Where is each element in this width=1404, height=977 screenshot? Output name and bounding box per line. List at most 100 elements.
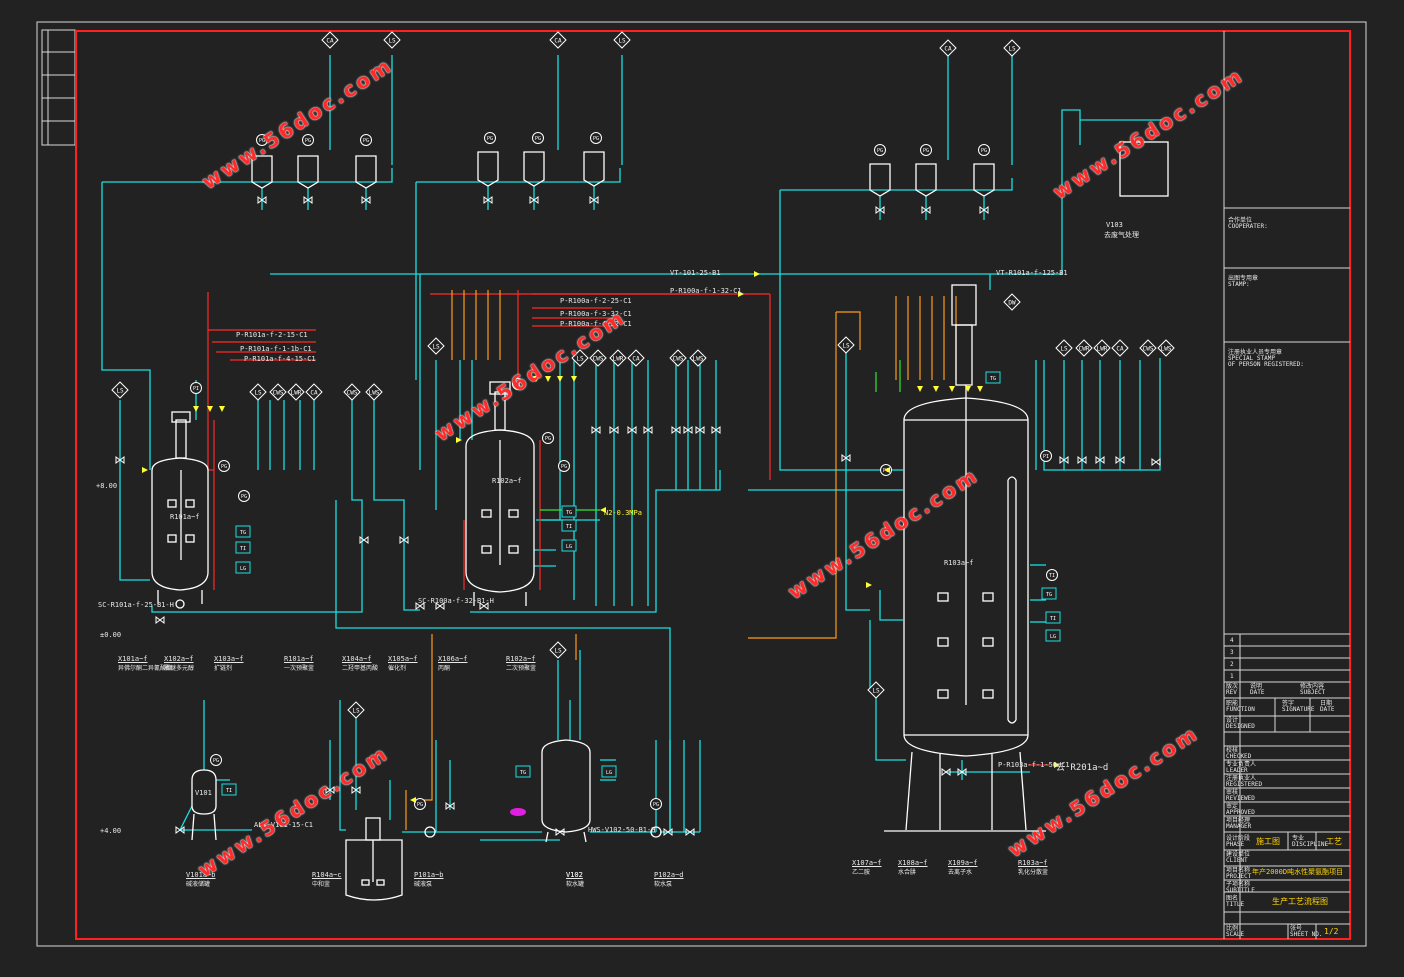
line-label-sc-r102: SC-R100a-f-32-B1-H	[418, 597, 494, 605]
cyan-pipe	[470, 470, 721, 613]
line-label-p-r101-3: P-R101a-f-4-15-C1	[244, 355, 316, 363]
tb-client: 建设单位 CLIENT	[1226, 851, 1251, 864]
flow-arrow	[949, 386, 955, 392]
line-label-p-r102-1: P-R100a-f-2-25-C1	[560, 297, 632, 305]
feed-tanks-right	[869, 163, 995, 197]
tb-rev-3: 3	[1230, 649, 1234, 656]
line-label-p-r101-1: P-R101a-f-2-15-C1	[236, 331, 308, 339]
instrument-circle	[978, 144, 990, 156]
utility-tag-cwr: CWR	[1075, 339, 1093, 357]
instrument-label: PG	[363, 138, 369, 144]
equip-tag-v101: V101	[195, 789, 212, 797]
equip-tag-r103: R103a~f	[944, 559, 974, 567]
flow-arrow	[933, 386, 939, 392]
cyan-pipe	[101, 182, 151, 470]
instrument-pg: PG	[978, 144, 990, 156]
instrument-label: PG	[221, 464, 227, 470]
instrument-panel	[985, 371, 1001, 384]
cyan-pipe	[270, 109, 1081, 275]
valve	[711, 426, 721, 434]
instrument-panel-label: TG	[520, 770, 526, 776]
utility-tag-label: LWR	[613, 356, 624, 363]
line-label-hws: HWS-V102-50-B1-H	[588, 826, 656, 834]
instrument-label: PG	[213, 758, 219, 764]
equipment	[151, 141, 1169, 901]
equipment-list-tag: P101a~b	[414, 871, 444, 879]
utility-tag-cws: CWS	[669, 349, 687, 367]
flow-arrow	[533, 376, 539, 382]
tb-date: 日期 DATE	[1320, 700, 1335, 713]
valve	[257, 196, 267, 204]
tb-discipline-value: 工艺	[1326, 837, 1342, 846]
valve	[1059, 456, 1069, 464]
line-label-to-r201: 去 R201a~d	[1056, 763, 1109, 773]
equipment-list-desc: 碱液储罐	[186, 881, 211, 888]
utility-tag-label: LS	[432, 344, 440, 351]
instrument-panel	[235, 525, 251, 538]
instrument-label: TI	[1049, 573, 1055, 579]
utility-tag-ls: LS	[1055, 339, 1073, 357]
tb-project-value: 年产2000D吨水性聚氨酯项目	[1252, 868, 1344, 876]
utility-tag-shape	[1093, 339, 1111, 357]
utility-tag-label: LWS	[369, 390, 380, 397]
valve	[303, 196, 313, 204]
sheet-outer-border	[36, 21, 1367, 947]
utility-tag-shape	[627, 349, 645, 367]
cyan-pipe	[373, 400, 420, 611]
valve	[979, 206, 989, 214]
equip-tag-v103: V103	[1106, 221, 1123, 229]
flow-arrow	[754, 271, 760, 277]
instrument-pi: PI	[190, 382, 202, 394]
instrument-panel	[235, 541, 251, 554]
valve	[875, 206, 885, 214]
utility-tag-dw: DW	[1003, 293, 1021, 311]
elevation-1: +8.00	[96, 482, 118, 490]
flow-arrow	[866, 582, 872, 588]
instrument-panel-label: TG	[990, 376, 996, 382]
cyan-pipe	[779, 190, 903, 471]
flow-arrow	[545, 376, 551, 382]
cyan-pipe	[845, 350, 870, 611]
utility-tag-label: CA	[632, 356, 640, 363]
utility-tag-label: CA	[1116, 346, 1124, 353]
utility-tag-shape	[321, 31, 339, 49]
utility-tag-ca: CA	[627, 349, 645, 367]
utility-tag-shape	[427, 337, 445, 355]
instrument-panel	[235, 561, 251, 574]
utility-tag-ls: LS	[837, 336, 855, 354]
tb-phase-value: 施工图	[1256, 837, 1280, 846]
tb-special-stamp: 注册执业人员专用章 SPECIAL STAMP OF PERSON REGIST…	[1228, 349, 1304, 368]
flow-arrow	[410, 797, 416, 803]
utility-tag-shape	[269, 383, 287, 401]
tb-discipline-label: 专业 DISCIPLINE	[1292, 835, 1329, 848]
instrument-panel-label: LG	[606, 770, 612, 776]
instrument-panel-tg: TG	[985, 371, 1001, 384]
utility-tag-shape	[383, 31, 401, 49]
utility-tag-label: CA	[944, 46, 952, 53]
instrument-panel-tg: TG	[561, 505, 577, 518]
equipment-list-desc: 水合肼	[898, 869, 917, 876]
cyan-pipe	[151, 400, 363, 613]
utility-tag-label: CA	[554, 38, 562, 45]
valve	[609, 426, 619, 434]
utility-tag-shape	[549, 31, 567, 49]
line-label-alk: ALK-V101-15-C1	[254, 821, 314, 829]
cyan-pipe	[335, 500, 671, 830]
instrument-label: PG	[923, 148, 929, 154]
valve	[325, 786, 335, 794]
line-label-p-r101-2: P-R101a-f-1-1b-C1	[240, 345, 312, 353]
flow-arrow	[884, 467, 890, 473]
instrument-pg: PG	[650, 798, 662, 810]
tb-rev-1: 1	[1230, 673, 1234, 680]
instrument-panel	[515, 765, 531, 778]
instrument-label: PG	[653, 802, 659, 808]
utility-tag-label: LS	[388, 38, 396, 45]
utility-tag-shape	[589, 349, 607, 367]
instrument-label: PG	[981, 148, 987, 154]
equipment-list-tag: X101a~f	[118, 655, 148, 663]
utility-tag-label: LS	[554, 648, 562, 655]
valve	[589, 196, 599, 204]
equipment-list-desc: 二次预聚釜	[506, 665, 537, 672]
utility-tag-ca: CA	[305, 383, 323, 401]
instrument-panel-label: TG	[566, 510, 572, 516]
